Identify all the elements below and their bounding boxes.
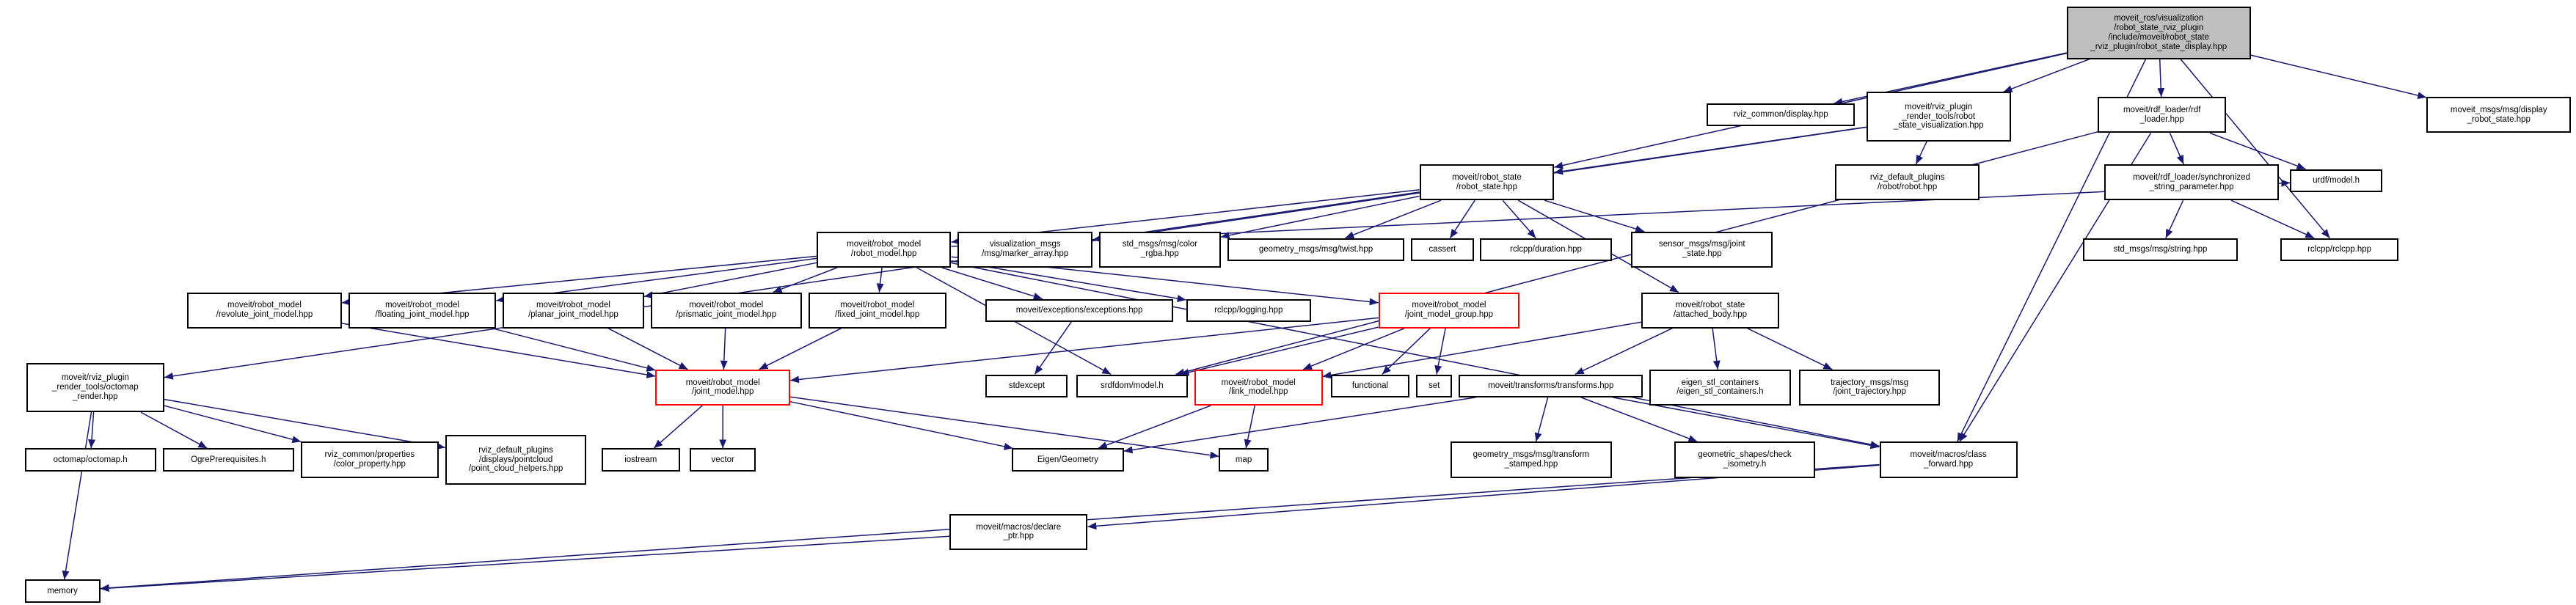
edge-rdf_loader-urdf_model [2209, 132, 2306, 170]
edge-joint_model-eigen_geom [789, 400, 1013, 450]
node-octomap_render[interactable]: moveit/rviz_plugin _render_tools/octomap… [26, 362, 164, 413]
node-functional[interactable]: functional [1330, 374, 1410, 397]
edge-fixed-joint_model [759, 328, 842, 370]
node-vector[interactable]: vector [690, 448, 756, 472]
edge-attached_body-transforms [1575, 328, 1673, 375]
node-color_prop[interactable]: rviz_common/properties /color_property.h… [300, 441, 439, 478]
edge-jmg-joint_model [789, 317, 1379, 384]
edge-attached_body-eigen_stl [1712, 328, 1721, 370]
edge-root-rsv [2003, 58, 2090, 93]
node-map[interactable]: map [1219, 448, 1269, 472]
edge-exceptions-stdexcept [1034, 321, 1072, 375]
edge-jmg-set [1434, 328, 1446, 375]
edge-transforms-tf_stamped [1534, 397, 1549, 442]
edge-joint_model-map [789, 396, 1219, 459]
edge-prismatic-joint_model [720, 328, 728, 370]
node-robot_model[interactable]: moveit/robot_model /robot_model.hpp [816, 231, 952, 268]
node-rclcpp[interactable]: rclcpp/rclcpp.hpp [2280, 238, 2399, 262]
node-fixed[interactable]: moveit/robot_model /fixed_joint_model.hp… [808, 292, 946, 329]
node-class_fwd[interactable]: moveit/macros/class _forward.hpp [1879, 441, 2018, 478]
edge-robot_state-cassert [1449, 199, 1475, 239]
node-memory[interactable]: memory [24, 579, 101, 603]
node-ogre[interactable]: OgrePrerequisites.h [162, 448, 294, 472]
node-revolute[interactable]: moveit/robot_model /revolute_joint_model… [187, 292, 342, 329]
node-prismatic[interactable]: moveit/robot_model /prismatic_joint_mode… [650, 292, 802, 329]
edge-jmg-functional [1382, 328, 1431, 375]
edge-transforms-class_fwd [1612, 397, 1880, 450]
node-urdf_model[interactable]: urdf/model.h [2290, 169, 2382, 192]
edge-jmg-srdf [1180, 326, 1379, 376]
node-rviz_robot[interactable]: rviz_default_plugins /robot/robot.hpp [1835, 164, 1980, 201]
node-root[interactable]: moveit_ros/visualization /robot_state_rv… [2066, 6, 2251, 59]
node-check_iso[interactable]: geometric_shapes/check _isometry.h [1674, 441, 1816, 478]
edge-sync_param-rclcpp [2230, 199, 2315, 239]
edge-robot_model-fixed [876, 267, 884, 293]
edge-robot_state-color_rgba [1220, 195, 1420, 239]
node-set[interactable]: set [1416, 374, 1453, 397]
edge-robot_model-planar [643, 262, 817, 298]
node-rviz_display[interactable]: rviz_common/display.hpp [1707, 103, 1855, 127]
node-jmg[interactable]: moveit/robot_model /joint_model_group.hp… [1378, 292, 1520, 329]
node-traj[interactable]: trajectory_msgs/msg /joint_trajectory.hp… [1798, 369, 1941, 406]
node-color_rgba[interactable]: std_msgs/msg/color _rgba.hpp [1098, 231, 1221, 268]
node-transforms[interactable]: moveit/transforms/transforms.hpp [1459, 374, 1643, 397]
node-string_hpp[interactable]: std_msgs/msg/string.hpp [2083, 238, 2238, 262]
node-planar[interactable]: moveit/robot_model /planar_joint_model.h… [503, 292, 644, 329]
edge-rsv-rviz_robot [1915, 141, 1927, 165]
edge-octomap_render-pc_helpers [164, 398, 445, 450]
edge-root-display_robot_state [2250, 54, 2427, 99]
edge-root-rdf_loader [2157, 59, 2165, 98]
edge-joint_model-iostream [653, 405, 703, 449]
node-marker_array[interactable]: visualization_msgs /msg/marker_array.hpp [957, 231, 1093, 268]
edge-floating-joint_model [492, 328, 656, 372]
node-duration[interactable]: rclcpp/duration.hpp [1480, 238, 1612, 262]
edge-robot_model-class_fwd [951, 262, 1880, 448]
node-iostream[interactable]: iostream [601, 448, 680, 472]
node-joint_model[interactable]: moveit/robot_model /joint_model.hpp [655, 369, 791, 406]
node-pc_helpers[interactable]: rviz_default_plugins /displays/pointclou… [445, 435, 587, 485]
edge-root-rclcpp [2180, 59, 2331, 239]
node-cassert[interactable]: cassert [1411, 238, 1474, 262]
node-rsv[interactable]: moveit/rviz_plugin _render_tools/robot _… [1866, 92, 2011, 142]
edge-link_model-map [1244, 405, 1255, 449]
edge-robot_model-prismatic [773, 267, 838, 293]
node-robot_state[interactable]: moveit/robot_state /robot_state.hpp [1419, 164, 1555, 201]
node-display_robot_state[interactable]: moveit_msgs/msg/display _robot_state.hpp [2426, 97, 2572, 133]
edge-sync_param-string_hpp [2165, 199, 2184, 239]
node-logging[interactable]: rclcpp/logging.hpp [1186, 298, 1311, 322]
edge-octomap_render-color_prop [164, 405, 302, 444]
edge-transforms-eigen_geom [1123, 397, 1476, 454]
node-twist[interactable]: geometry_msgs/msg/twist.hpp [1227, 238, 1405, 262]
node-exceptions[interactable]: moveit/exceptions/exceptions.hpp [985, 298, 1173, 322]
edge-robot_model-exceptions [941, 267, 1043, 300]
node-tf_stamped[interactable]: geometry_msgs/msg/transform _stamped.hpp [1451, 441, 1612, 478]
edge-revolute-joint_model [341, 323, 656, 378]
node-stdexcept[interactable]: stdexcept [985, 374, 1068, 397]
edge-transforms-check_iso [1580, 397, 1698, 443]
edge-planar-joint_model [607, 328, 688, 370]
edge-octomap_render-ogre [140, 411, 208, 449]
edge-robot_state-twist [1345, 199, 1442, 239]
node-eigen_geom[interactable]: Eigen/Geometry [1012, 448, 1124, 472]
node-declare_ptr[interactable]: moveit/macros/declare _ptr.hpp [949, 513, 1088, 551]
edge-jmg-link_model [1302, 328, 1405, 370]
node-link_model[interactable]: moveit/robot_model /link_model.hpp [1194, 369, 1323, 406]
node-attached_body[interactable]: moveit/robot_state /attached_body.hpp [1641, 292, 1779, 329]
edge-octomap_render-octomap_h [88, 411, 96, 449]
edge-declare_ptr-memory [100, 535, 950, 593]
edge-octomap_render-memory [62, 411, 92, 580]
node-eigen_stl[interactable]: eigen_stl_containers /eigen_stl_containe… [1649, 369, 1791, 406]
node-floating[interactable]: moveit/robot_model /floating_joint_model… [348, 292, 497, 329]
node-rdf_loader[interactable]: moveit/rdf_loader/rdf _loader.hpp [2098, 97, 2227, 133]
edge-link_model-eigen_geom [1098, 405, 1211, 450]
edge-attached_body-traj [1747, 328, 1833, 370]
node-joint_state[interactable]: sensor_msgs/msg/joint _state.hpp [1631, 231, 1773, 268]
edge-rdf_loader-sync_param [2169, 133, 2184, 165]
edge-attached_body-link_model [1322, 321, 1642, 379]
node-sync_param[interactable]: moveit/rdf_loader/synchronized _string_p… [2104, 164, 2279, 201]
node-srdf[interactable]: srdfdom/model.h [1076, 374, 1188, 397]
node-octomap_h[interactable]: octomap/octomap.h [24, 448, 156, 472]
